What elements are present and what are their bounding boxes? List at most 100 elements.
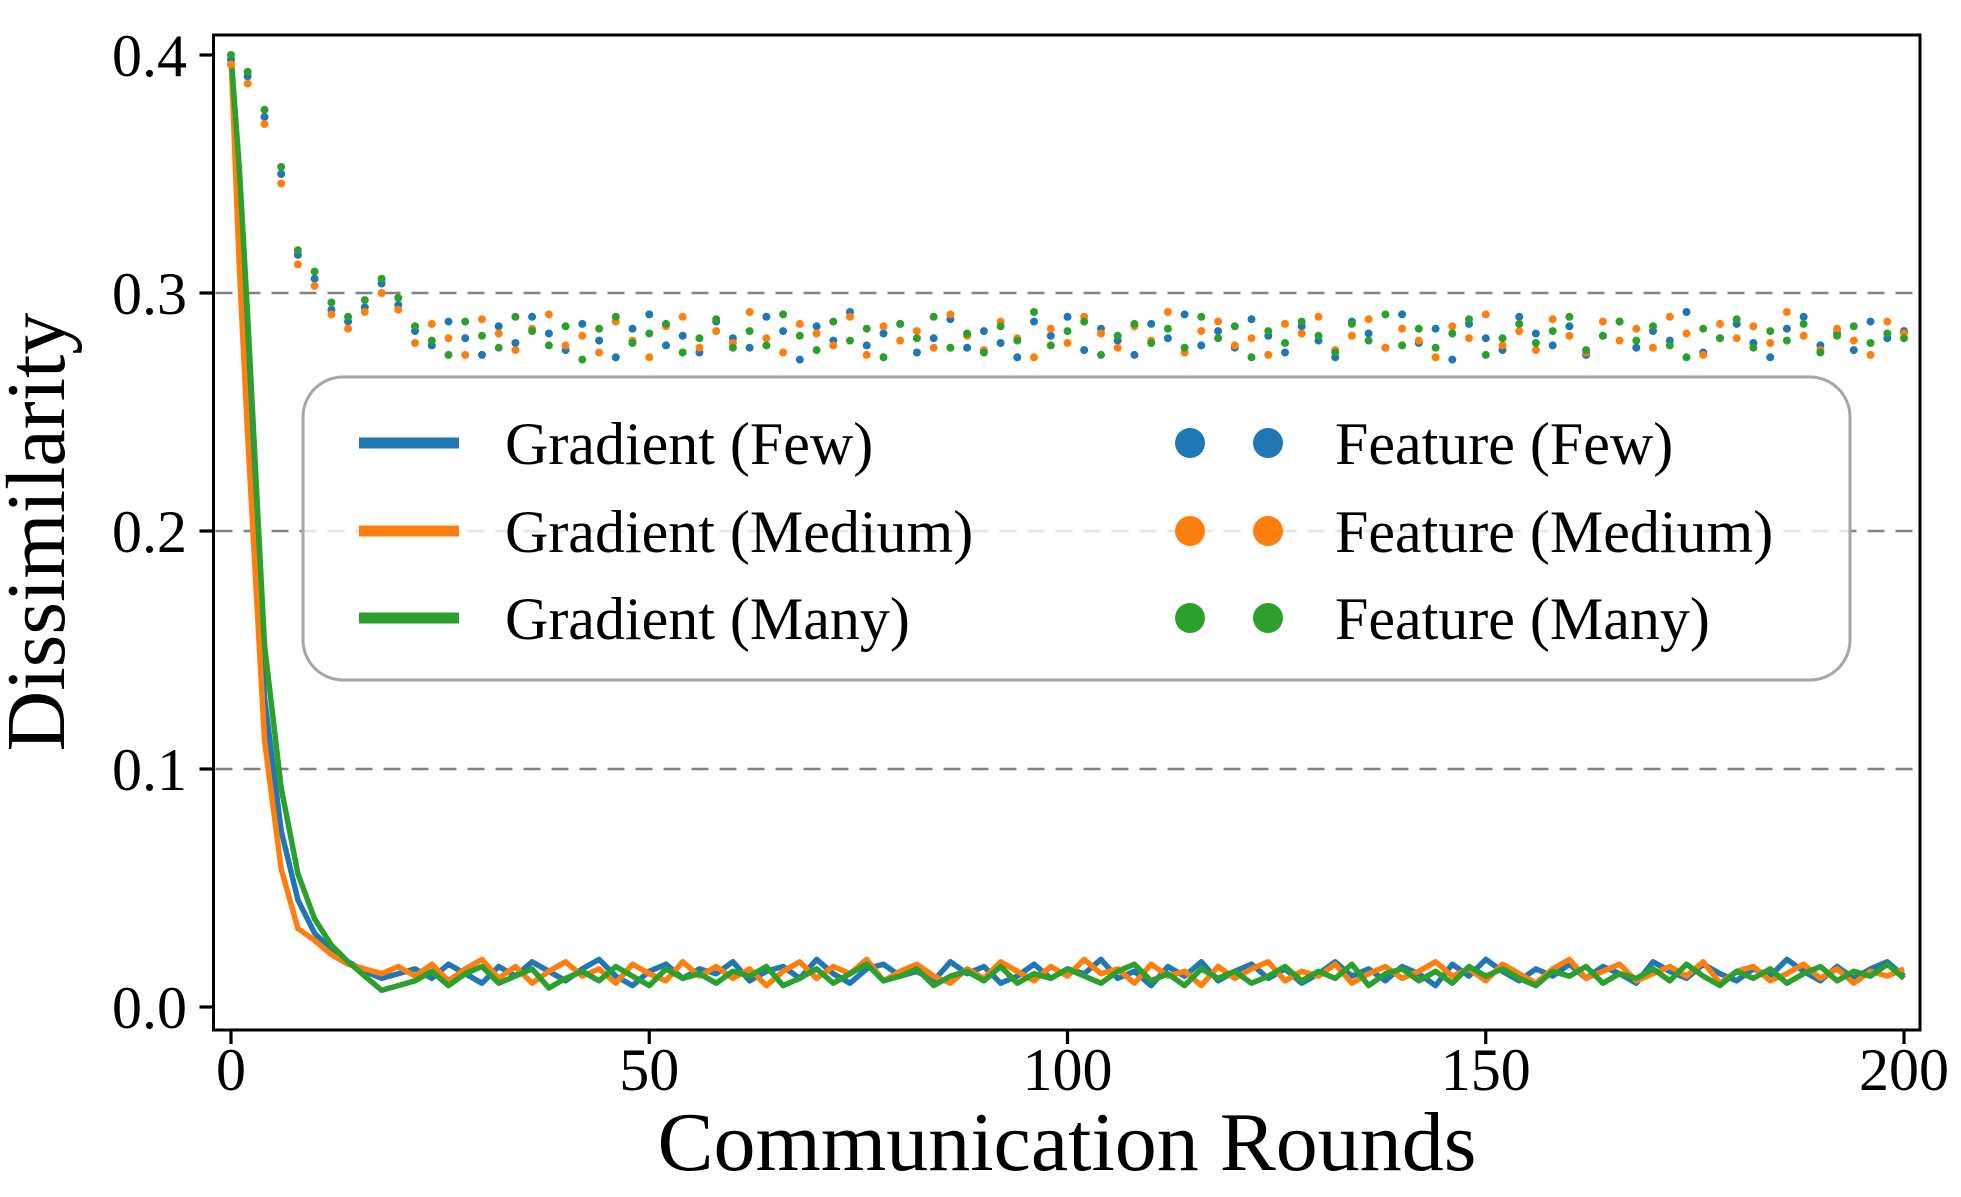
data-point	[1799, 319, 1808, 328]
legend-dot-swatch	[1253, 516, 1283, 546]
data-point	[1665, 341, 1674, 350]
data-point	[728, 343, 737, 352]
data-point	[745, 327, 754, 336]
data-point	[1398, 324, 1407, 333]
data-point	[277, 170, 286, 178]
feature-many-dots	[227, 51, 1908, 364]
data-point	[394, 305, 403, 314]
data-point	[511, 339, 520, 347]
data-point	[896, 336, 905, 345]
data-point	[779, 310, 788, 319]
data-point	[1163, 324, 1172, 333]
data-point	[1013, 336, 1022, 345]
data-point	[1749, 343, 1758, 352]
data-point	[528, 312, 537, 321]
data-point	[912, 327, 921, 336]
data-point	[1699, 350, 1708, 359]
data-point	[1230, 322, 1239, 331]
data-point	[1565, 322, 1574, 331]
data-point	[578, 355, 587, 364]
data-point	[561, 322, 570, 331]
data-point	[1799, 331, 1808, 340]
data-point	[645, 353, 654, 362]
data-point	[1163, 308, 1172, 316]
data-point	[879, 353, 888, 362]
data-point	[344, 312, 353, 321]
data-point	[1247, 353, 1256, 362]
data-point	[1782, 308, 1791, 316]
data-point	[1766, 353, 1775, 362]
data-point	[260, 120, 269, 128]
data-series	[227, 51, 1908, 994]
x-tick-label: 100	[1023, 1037, 1113, 1103]
data-point	[879, 329, 888, 338]
data-point	[1515, 327, 1524, 336]
data-point	[1398, 341, 1407, 350]
data-point	[310, 274, 319, 283]
data-point	[511, 312, 520, 321]
legend-dot-swatch	[1175, 516, 1205, 546]
data-point	[1833, 331, 1842, 340]
data-point	[611, 353, 620, 362]
data-point	[1481, 310, 1490, 319]
data-point	[444, 317, 453, 326]
data-point	[1481, 350, 1490, 359]
data-point	[946, 343, 955, 352]
data-point	[243, 79, 252, 88]
data-point	[511, 346, 520, 355]
data-point	[1331, 348, 1340, 357]
data-point	[645, 329, 654, 338]
data-point	[1782, 324, 1791, 333]
data-point	[1548, 341, 1557, 350]
data-point	[1766, 327, 1775, 336]
data-point	[1900, 334, 1908, 343]
data-point	[1247, 315, 1256, 324]
data-point	[260, 112, 269, 121]
x-axis-label: Communication Rounds	[658, 1096, 1477, 1189]
data-point	[444, 334, 453, 343]
data-point	[377, 289, 386, 297]
data-point	[227, 60, 235, 69]
data-point	[561, 341, 570, 350]
data-point	[662, 341, 670, 350]
data-point	[478, 315, 486, 324]
data-point	[1364, 315, 1373, 324]
data-point	[277, 179, 286, 188]
data-point	[1766, 339, 1775, 347]
data-point	[494, 343, 503, 352]
y-tick-label: 0.0	[112, 975, 187, 1041]
data-point	[1732, 334, 1741, 343]
data-point	[1381, 310, 1390, 319]
data-point	[243, 67, 252, 76]
data-point	[1732, 315, 1741, 324]
data-point	[762, 334, 771, 343]
data-point	[1247, 334, 1256, 343]
data-point	[946, 310, 955, 319]
data-point	[427, 336, 436, 345]
legend-item-label: Feature (Few)	[1335, 411, 1673, 477]
y-tick-label: 0.2	[112, 499, 187, 565]
data-point	[394, 293, 403, 302]
data-point	[779, 348, 788, 357]
data-point	[1531, 329, 1540, 338]
data-point	[1833, 324, 1842, 333]
data-point	[1063, 327, 1072, 336]
legend-dot-swatch	[1175, 428, 1205, 458]
data-point	[1046, 331, 1055, 340]
data-point	[1682, 308, 1691, 316]
data-point	[812, 322, 821, 331]
data-point	[494, 329, 503, 338]
data-point	[1013, 353, 1022, 362]
data-point	[1030, 353, 1038, 362]
data-point	[879, 322, 888, 331]
data-point	[1398, 310, 1407, 319]
data-point	[979, 327, 988, 336]
data-point	[996, 322, 1005, 331]
data-point	[795, 331, 804, 340]
y-tick-label: 0.3	[112, 261, 187, 327]
data-point	[628, 324, 637, 333]
data-point	[812, 346, 821, 355]
data-point	[812, 329, 821, 338]
data-point	[862, 341, 871, 350]
data-point	[745, 308, 754, 316]
